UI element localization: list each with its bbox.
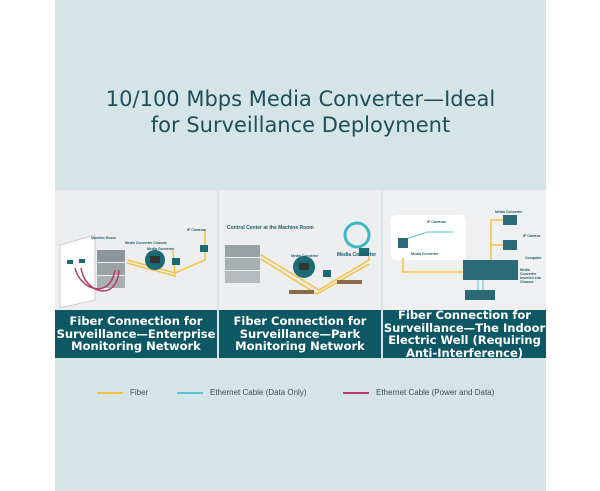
legend-label: Fiber (130, 388, 149, 397)
ethernet-data-line-swatch (177, 391, 203, 394)
legend-ethernet-data: Ethernet Cable (Data Only) (177, 388, 307, 397)
label-camera: IP Cameras (187, 228, 207, 232)
park-illustration: Control Center at the Machine Room Media… (219, 190, 381, 310)
legend-label: Ethernet Cable (Data Only) (210, 388, 307, 397)
park-network-diagram (225, 221, 371, 295)
label-converter-2: Media Converter (337, 252, 377, 258)
legend-ethernet-power: Ethernet Cable (Power and Data) (343, 388, 494, 397)
label-converter: Media Converter (291, 254, 319, 258)
label-machine-room: Machine Room (91, 236, 116, 240)
label-converter: Media Converter (147, 247, 175, 251)
caption-text: Fiber Connection for Surveillance—The In… (383, 308, 546, 360)
electric-well-diagram (391, 215, 518, 300)
title-line-1: 10/100 Mbps Media Converter—Ideal (105, 87, 496, 111)
label-chassis: Media Converter Inserted into Chassis (520, 268, 542, 284)
label-ip-camera: IP Camera (523, 234, 541, 238)
scenario-electric-well: IP Cameras Media Converter Media Convert… (383, 190, 546, 360)
fiber-line-swatch (97, 391, 123, 394)
label-converter-top: Media Converter (495, 210, 523, 214)
ethernet-power-line-swatch (343, 391, 369, 394)
title-line-2: for Surveillance Deployment (150, 113, 451, 137)
enterprise-illustration: Machine Room Media Converter Chassis Med… (55, 190, 217, 310)
product-panel: 10/100 Mbps Media Converter—Ideal for Su… (55, 0, 546, 491)
enterprise-network-diagram (59, 230, 208, 309)
scenario-caption: Fiber Connection for Surveillance—Park M… (219, 310, 381, 358)
scenario-caption: Fiber Connection for Surveillance—Enterp… (55, 310, 217, 358)
page-title: 10/100 Mbps Media Converter—Ideal for Su… (55, 86, 546, 138)
scenario-caption: Fiber Connection for Surveillance—The In… (383, 308, 546, 360)
scenario-park: Control Center at the Machine Room Media… (219, 190, 381, 358)
legend-label: Ethernet Cable (Power and Data) (376, 388, 495, 397)
label-ip-cameras: IP Cameras (427, 220, 447, 224)
label-control-center: Control Center at the Machine Room (227, 225, 314, 231)
label-converter: Media Converter (411, 252, 439, 256)
label-chassis: Media Converter Chassis (125, 241, 167, 245)
legend-fiber: Fiber (97, 388, 148, 397)
scenario-enterprise: Machine Room Media Converter Chassis Med… (55, 190, 217, 358)
caption-text: Fiber Connection for Surveillance—Enterp… (56, 314, 216, 354)
electric-well-illustration: IP Cameras Media Converter Media Convert… (383, 190, 546, 310)
caption-text: Fiber Connection for Surveillance—Park M… (233, 314, 367, 354)
legend: Fiber Ethernet Cable (Data Only) Etherne… (55, 388, 546, 402)
label-computer: Computer (525, 256, 542, 260)
